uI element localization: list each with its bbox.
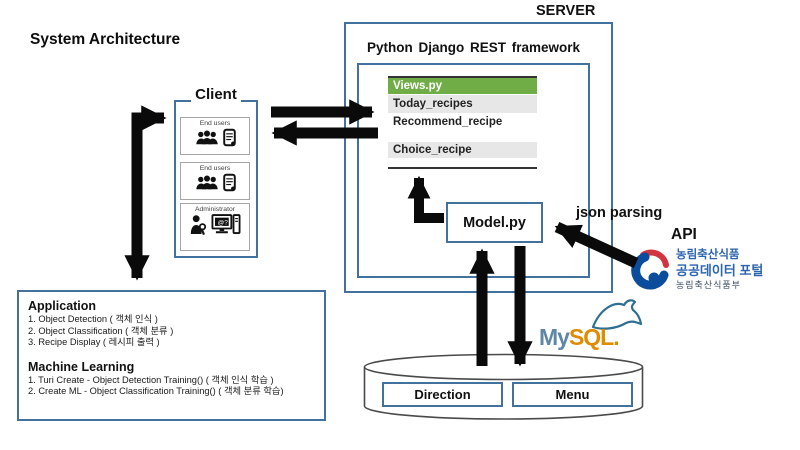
application-item: 3. Recipe Display ( 레시피 출력 ) [28, 337, 160, 347]
admin-wrench-icon [190, 215, 207, 236]
machine-learning-item: 2. Create ML - Object Classification Tra… [28, 386, 284, 396]
application-title: Application [28, 299, 97, 313]
views-table-top-line [388, 76, 537, 78]
menu-label: Menu [555, 387, 590, 402]
mysql-logo: MySQL. [537, 296, 662, 353]
application-item: 1. Object Detection ( 객체 인식 ) [28, 314, 158, 324]
users-group-icon [195, 175, 218, 189]
views-table-row: Today_recipes [388, 95, 537, 113]
direction-label: Direction [414, 387, 471, 402]
machine-learning-title: Machine Learning [28, 359, 135, 374]
mysql-wordmark: MySQL. [539, 324, 620, 351]
views-table-header: Views.py [388, 78, 537, 94]
django-framework-box [357, 63, 590, 278]
client-group-label: End users [199, 120, 231, 127]
page-title: System Architecture [30, 31, 181, 48]
api-label: API [671, 226, 697, 243]
db-table-direction: Direction [382, 382, 503, 407]
views-table-row: Recommend_recipe [393, 116, 503, 128]
mysql-sql-text: SQL. [568, 324, 620, 350]
django-framework-title: Python Django REST framework [366, 40, 581, 55]
mysql-my-text: My [539, 324, 570, 350]
views-table-row: Choice_recipe [388, 142, 537, 158]
client-group-label: End users [199, 165, 231, 172]
smartphone-icon [222, 128, 236, 147]
smartphone-icon [222, 173, 236, 192]
client-group-end-users: End users [180, 162, 250, 200]
gov-logo-line1: 농림축산식품 [676, 249, 740, 261]
client-group-label: Administrator [194, 206, 236, 213]
client-title: Client [174, 86, 258, 104]
views-table-bottom-line [388, 167, 537, 169]
machine-learning-item: 1. Turi Create - Object Detection Traini… [28, 374, 274, 385]
client-group-administrator: Administrator @? [180, 203, 250, 251]
client-group-end-users: End users [180, 117, 250, 155]
arrow-client-application-link [124, 105, 167, 281]
gov-data-portal-icon [629, 248, 671, 295]
users-group-icon [195, 130, 218, 144]
views-table: Views.py Today_recipes Recommend_recipe … [388, 76, 537, 169]
client-box: End users End users [174, 100, 258, 258]
mysql-dolphin-icon [591, 299, 643, 330]
gov-logo-line3: 농림축산식품부 [676, 279, 741, 290]
application-item: 2. Object Classification ( 객체 분류 ) [28, 325, 174, 336]
svg-text:@?: @? [218, 220, 229, 227]
gov-data-portal-text: 농림축산식품 공공데이터 포털 농림축산식품부 [676, 249, 764, 290]
desktop-computer-icon: @? [211, 214, 241, 234]
server-label: SERVER [536, 3, 596, 19]
db-table-menu: Menu [512, 382, 633, 407]
gov-logo-line2: 공공데이터 포털 [676, 262, 764, 278]
application-box: Application 1. Object Detection ( 객체 인식 … [17, 290, 326, 421]
model-box: Model.py [446, 202, 543, 243]
model-label: Model.py [463, 214, 526, 231]
json-parsing-label: json parsing [576, 205, 663, 221]
